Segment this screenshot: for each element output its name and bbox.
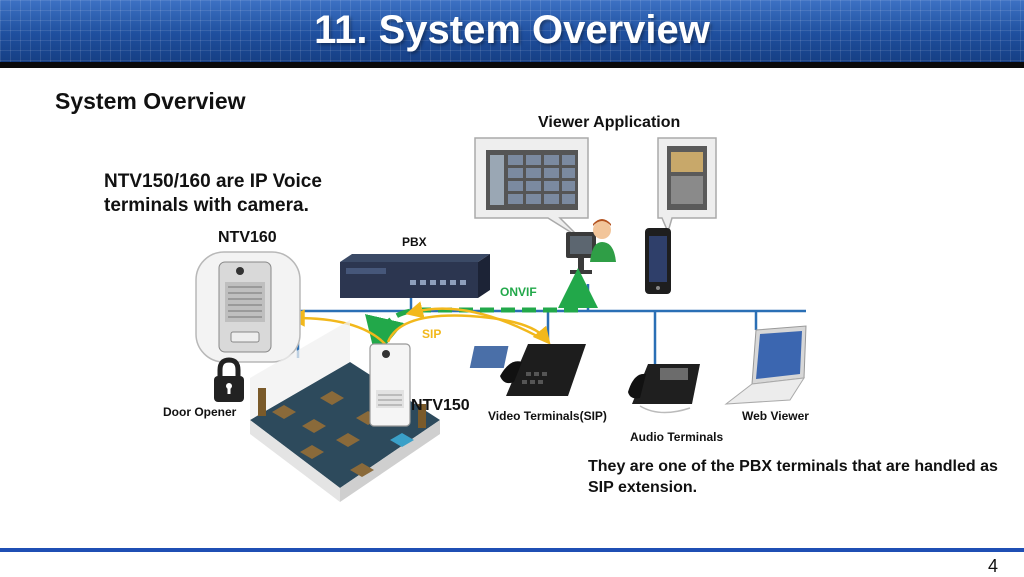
laptop-icon <box>724 325 807 405</box>
label-sip: SIP <box>422 327 442 341</box>
video-terminal-icon <box>469 344 586 396</box>
viewer-screen-callout-pc <box>474 137 589 239</box>
label-web-viewer: Web Viewer <box>742 409 809 423</box>
title-banner: 11. System Overview <box>0 0 1024 62</box>
label-onvif: ONVIF <box>500 285 537 299</box>
sip-connection <box>287 301 551 345</box>
footer-divider <box>0 548 1024 552</box>
audio-terminal-icon <box>628 364 700 414</box>
smartphone-icon <box>645 228 671 294</box>
viewer-screen-callout-mobile <box>657 137 717 235</box>
label-audio-terminals: Audio Terminals <box>630 430 724 444</box>
section-title: System Overview <box>55 88 246 114</box>
page-title: 11. System Overview <box>314 8 710 52</box>
label-pbx: PBX <box>402 235 427 249</box>
ntv160-device-icon <box>195 251 301 363</box>
pbx-unit-icon <box>340 254 490 298</box>
label-ntv160: NTV160 <box>218 229 277 246</box>
ntv150-device-icon <box>369 343 411 427</box>
header-divider <box>0 62 1024 68</box>
office-floorplan-illustration <box>250 320 440 502</box>
label-video-terminals: Video Terminals(SIP) <box>488 409 607 423</box>
footer-note: They are one of the PBX terminals that a… <box>588 458 998 496</box>
intro-text: NTV150/160 are IP Voice terminals with c… <box>104 171 322 216</box>
banner-grid-pattern <box>0 0 1024 62</box>
page-number: 4 <box>987 556 998 576</box>
label-viewer-application: Viewer Application <box>538 114 681 131</box>
label-door-opener: Door Opener <box>163 405 237 419</box>
pc-user-icon <box>566 219 616 274</box>
lock-icon <box>214 357 244 402</box>
label-ntv150: NTV150 <box>411 397 470 414</box>
